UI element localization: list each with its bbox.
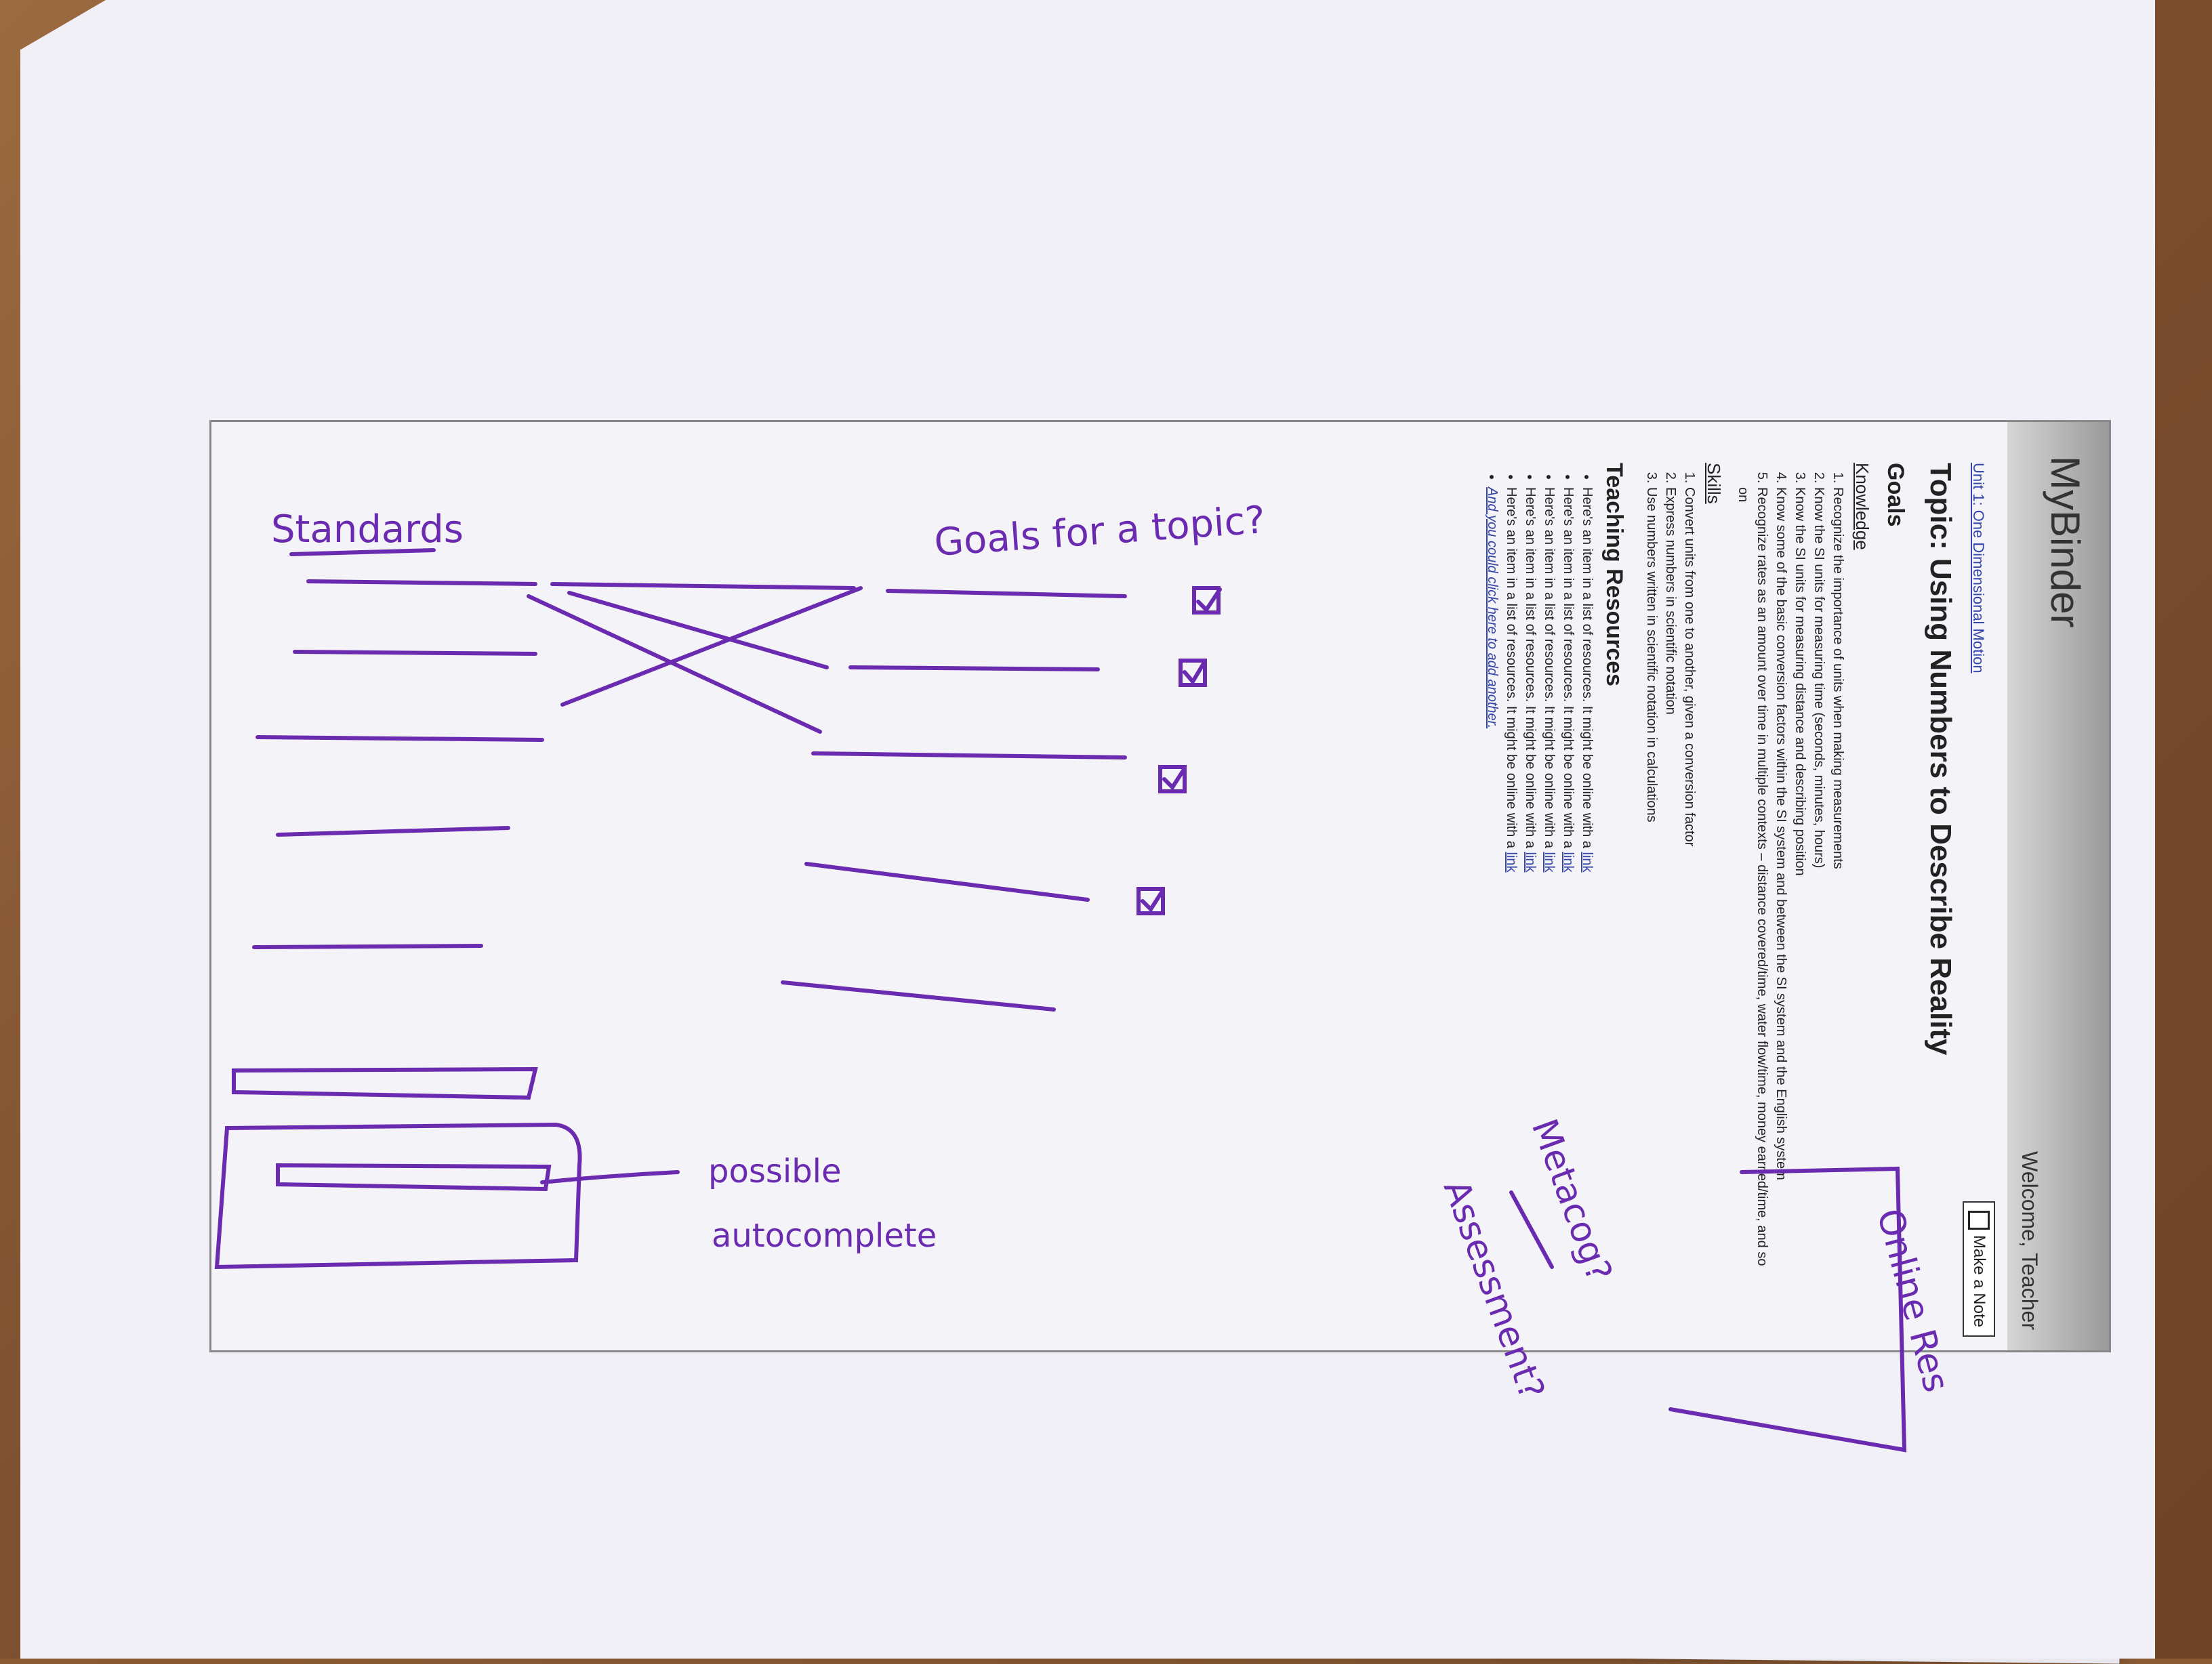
autocomplete-box-sketch[interactable] (214, 1122, 582, 1270)
mapping-line (527, 594, 822, 734)
goals-annotation: Goals for a topic? (933, 498, 1267, 565)
standard-line (252, 944, 483, 949)
standard-line (255, 735, 544, 742)
checkmark-icon (1162, 766, 1187, 791)
assessment-annotation: Assessment? (1435, 1175, 1553, 1405)
checkmark-icon (1183, 659, 1207, 686)
mapping-line (560, 586, 863, 707)
checkmark-icon (1196, 587, 1222, 613)
goal-line (781, 980, 1056, 1012)
metacog-annotation: Metacog? (1523, 1114, 1620, 1287)
goal-line (804, 862, 1090, 902)
checkmark-icon (1141, 888, 1165, 913)
autocomplete-note: autocomplete (712, 1217, 937, 1255)
checkbox-icon[interactable] (1179, 659, 1207, 687)
input-sketch[interactable] (232, 1066, 538, 1100)
mapping-line (567, 591, 829, 669)
standards-annotation: Standards (271, 507, 464, 552)
standard-line (306, 579, 537, 586)
goal-line (886, 589, 1127, 598)
goal-line (848, 665, 1100, 671)
mapping-line (550, 582, 856, 590)
arrow-line (1509, 1190, 1554, 1269)
callout-line (540, 1170, 680, 1184)
checkbox-icon[interactable] (1158, 765, 1187, 793)
standards-underline (289, 548, 436, 556)
goal-line (811, 751, 1127, 760)
online-res-annotation: Online Res (1868, 1205, 1957, 1396)
standard-line (293, 650, 537, 656)
autocomplete-input-sketch[interactable] (276, 1163, 552, 1192)
autocomplete-note: possible (708, 1152, 842, 1190)
online-res-bracket (1668, 1166, 1907, 1453)
standard-line (276, 826, 510, 837)
checkbox-icon[interactable] (1136, 887, 1165, 915)
